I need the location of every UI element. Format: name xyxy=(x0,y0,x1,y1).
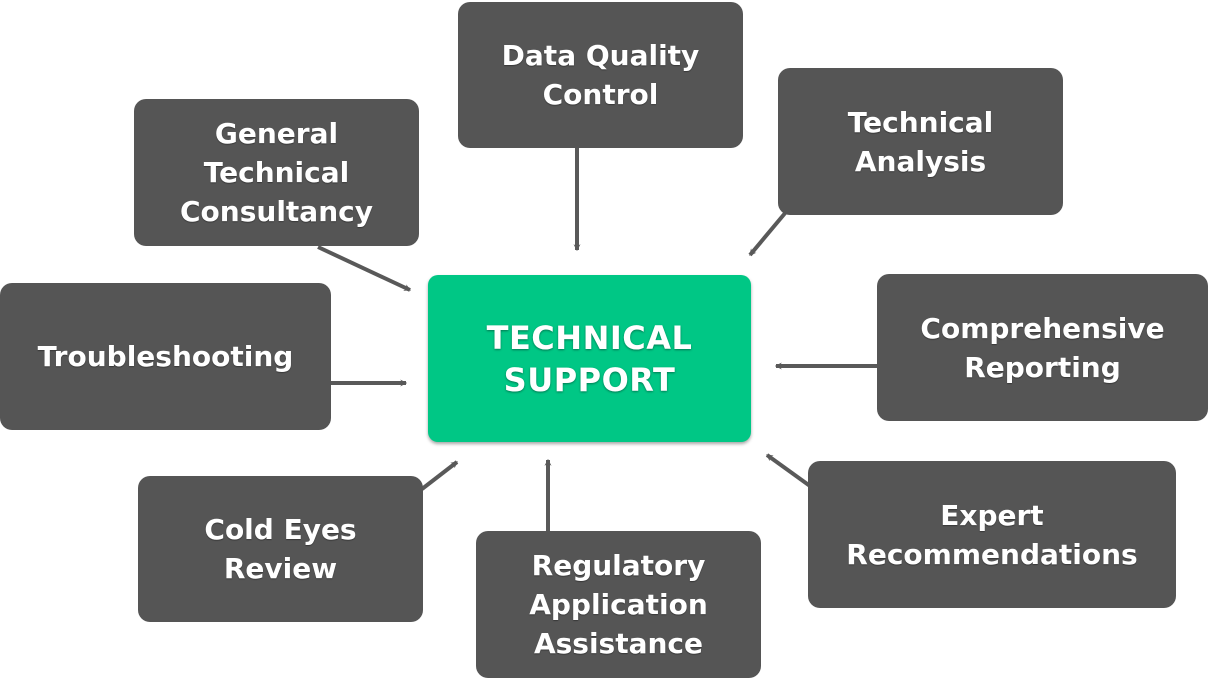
node-label: Technical Analysis xyxy=(847,105,994,178)
node-troubleshooting: Troubleshooting xyxy=(0,283,331,430)
node-regulatory-application-assistance: Regulatory Application Assistance xyxy=(476,531,761,678)
node-label: Regulatory Application Assistance xyxy=(529,549,708,660)
center-node-label: TECHNICAL SUPPORT xyxy=(486,318,693,399)
node-cold-eyes-review: Cold Eyes Review xyxy=(138,476,423,622)
node-technical-analysis: Technical Analysis xyxy=(778,68,1063,215)
node-general-technical-consultancy: General Technical Consultancy xyxy=(134,99,419,246)
node-label: Cold Eyes Review xyxy=(204,513,357,585)
node-label: Expert Recommendations xyxy=(846,498,1138,571)
node-label: Data Quality Control xyxy=(501,39,700,111)
arrow-general-consultancy xyxy=(317,245,412,292)
arrow-technical-analysis xyxy=(748,210,788,257)
node-label: Troubleshooting xyxy=(37,340,294,373)
node-label: Comprehensive Reporting xyxy=(920,311,1165,384)
node-expert-recommendations: Expert Recommendations xyxy=(808,461,1176,608)
arrow-expert-recommendations xyxy=(765,453,812,488)
node-comprehensive-reporting: Comprehensive Reporting xyxy=(877,274,1208,421)
center-node-technical-support: TECHNICAL SUPPORT xyxy=(428,275,751,442)
node-data-quality-control: Data Quality Control xyxy=(458,2,743,148)
arrow-cold-eyes-review xyxy=(420,460,459,491)
node-label: General Technical Consultancy xyxy=(180,117,373,228)
